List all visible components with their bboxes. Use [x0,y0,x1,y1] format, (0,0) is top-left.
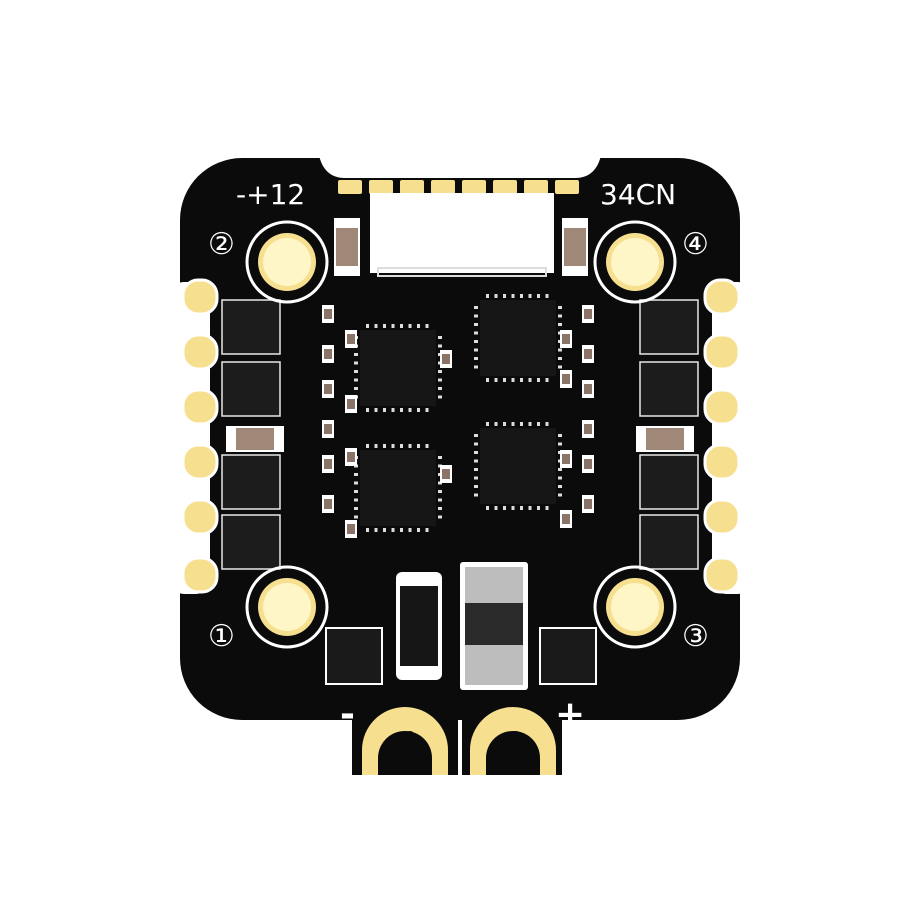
connector-pad [524,180,548,194]
ic-chip [480,428,556,504]
hole-ring [593,220,677,304]
side-pad [181,556,219,594]
capacitors [226,218,694,452]
connector-pad [462,180,486,194]
side-pad [181,498,219,536]
ic-chip [360,330,436,406]
connector-pad [400,180,424,194]
side-pad [703,333,741,371]
motor-label-2: ② [208,227,235,262]
side-pad [703,388,741,426]
motor-label-4: ④ [682,227,709,262]
mosfet [639,454,699,510]
mosfet [639,361,699,417]
mosfet [221,454,281,510]
side-pad [703,278,741,316]
mounting-holes [245,220,677,649]
connector [370,193,554,273]
motor-label-3: ③ [682,619,709,654]
side-pad [703,556,741,594]
top-right-label: 34CN [600,178,676,211]
top-left-label: -+12 [236,178,305,211]
connector-pad [431,180,455,194]
connector-pad [555,180,579,194]
mosfet [639,299,699,355]
mosfets [221,299,699,570]
mosfet [221,514,281,570]
side-pad [703,443,741,481]
power-plus-label: + [555,694,585,735]
ic-chip [480,300,556,376]
connector-pad [493,180,517,194]
side-pad [181,388,219,426]
hole-ring [593,565,677,649]
side-pad [703,498,741,536]
connector-pads [338,180,579,194]
mosfet [639,514,699,570]
hole-ring [245,220,329,304]
connector-pad [338,180,362,194]
ic-chip [360,450,436,526]
side-pad [181,443,219,481]
mosfet [221,299,281,355]
power-minus-label: - [340,694,355,735]
mcu-chips [322,294,594,538]
motor-label-1: ① [208,619,235,654]
connector-pad [369,180,393,194]
side-pad [181,333,219,371]
power-components [325,562,597,775]
mosfet [221,361,281,417]
hole-ring [245,565,329,649]
side-pad [181,278,219,316]
motor-pads [181,278,741,594]
